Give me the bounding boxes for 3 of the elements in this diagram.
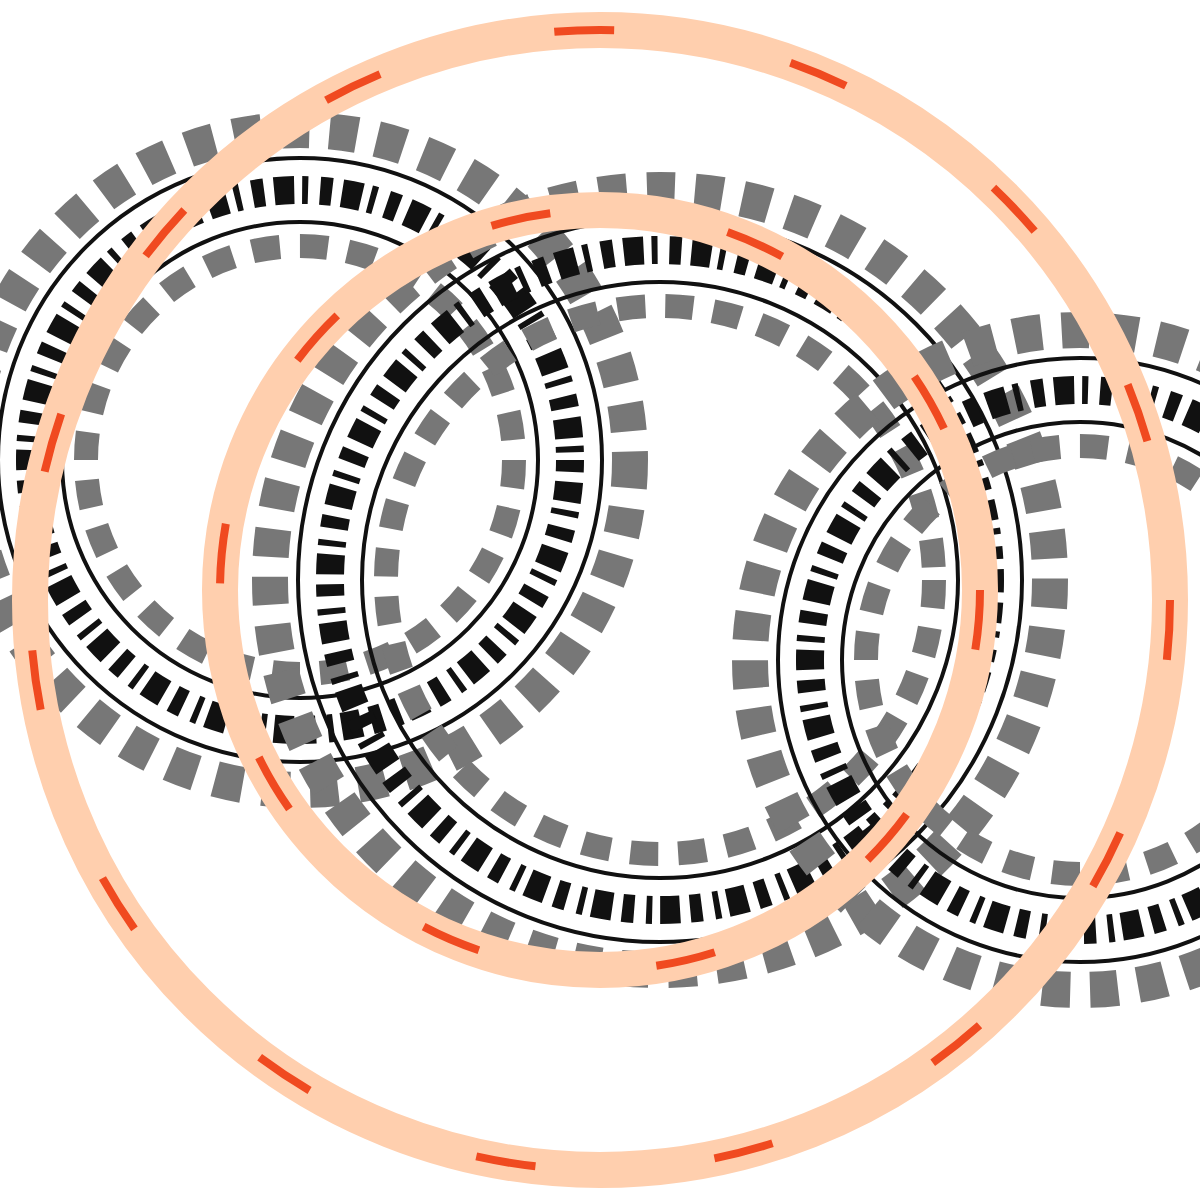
circle-ring xyxy=(200,190,1000,990)
stamp-seal xyxy=(246,166,1074,994)
circle-ring xyxy=(10,10,1190,1190)
